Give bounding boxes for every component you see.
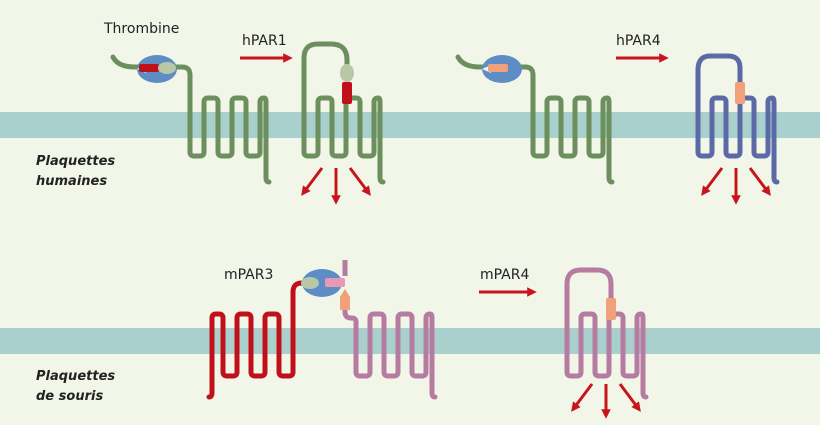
- hpar4-receptor-intact: [455, 54, 615, 185]
- hpar1-receptor-intact: [110, 54, 272, 185]
- hpar4-cleavage-site: [488, 64, 508, 72]
- mpar4-receptor-cofactor: [342, 302, 438, 400]
- mpar4-receptor-activated: [564, 267, 649, 400]
- hpar1-activated-ligand: [340, 64, 354, 82]
- hpar1-tethered-ligand: [158, 62, 176, 74]
- hpar1-cleavage-site: [139, 64, 159, 72]
- hpar1-activated-cleavage-site: [342, 82, 352, 104]
- hpar4-tethered-ligand: [735, 82, 745, 104]
- hpar4-label: hPAR4: [616, 33, 661, 49]
- hpar1-signaling-arrows: [301, 167, 371, 205]
- mouse-platelets-label-1: Plaquettes: [36, 369, 115, 384]
- mpar4-activated-ligand: [606, 298, 616, 320]
- mpar3-receptor: [206, 280, 305, 400]
- mpar3-cofactor-ligand: [301, 277, 319, 289]
- hpar1-label: hPAR1: [242, 33, 287, 49]
- mpar4-tethered-ligand: [340, 289, 350, 310]
- human-platelets-label-1: Plaquettes: [36, 154, 115, 169]
- mpar3-label: mPAR3: [224, 267, 273, 283]
- human-membrane: [0, 112, 820, 138]
- human-platelets-label-2: humaines: [36, 174, 107, 189]
- mpar4-label: mPAR4: [480, 267, 529, 283]
- hpar4-signaling-arrows: [701, 167, 771, 205]
- thrombine-label: Thrombine: [103, 21, 179, 37]
- mouse-platelets-label-2: de souris: [36, 389, 103, 404]
- hpar4-receptor-activated: [695, 53, 780, 185]
- mpar4-signaling-arrows: [571, 383, 641, 419]
- hpar1-receptor-activated: [301, 41, 386, 185]
- mpar3-cofactor-site: [325, 278, 345, 287]
